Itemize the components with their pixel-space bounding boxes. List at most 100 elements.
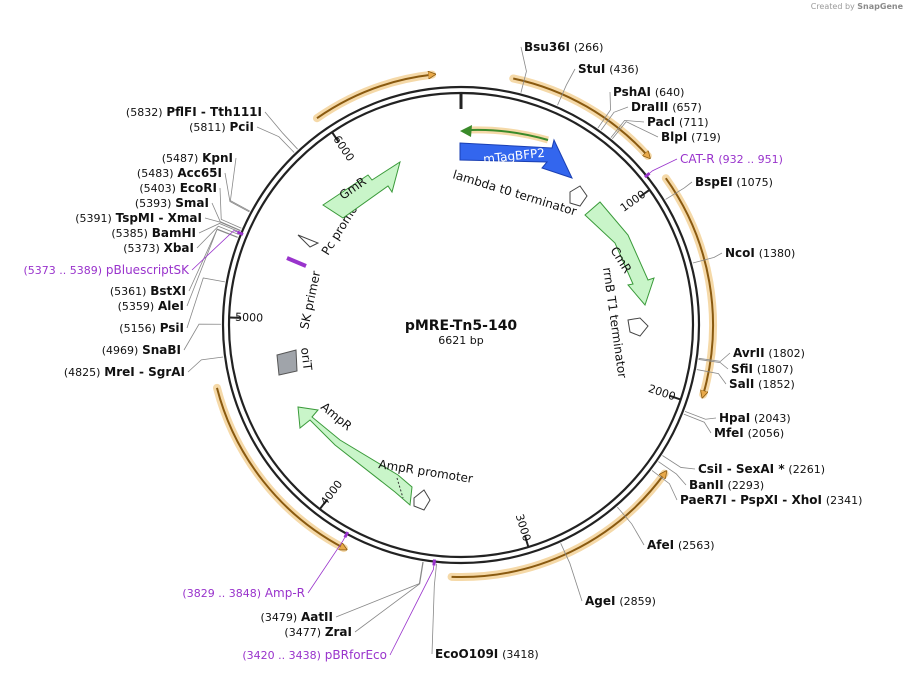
rrnb-terminator-symbol [627, 317, 649, 337]
position-text: (5832) [126, 106, 163, 119]
site-leader-7 [692, 252, 723, 264]
tick-label-3000: 3000 [513, 512, 534, 543]
sk-primer-label: SK primer [297, 270, 323, 331]
enzyme-name: AleI [158, 299, 184, 313]
enzyme-name: EcoRI [180, 181, 217, 195]
site-label-29: (5393) SmaI [135, 196, 209, 210]
site-label-8: AvrII (1802) [733, 346, 805, 360]
enzyme-name: DraIII [631, 100, 668, 114]
mtagbfp2-arrow [459, 138, 573, 179]
site-leader-33 [256, 126, 295, 153]
enzyme-name: PacI [647, 115, 675, 129]
position-text: (3477) [284, 626, 321, 639]
orf-arrow-2 [451, 474, 665, 578]
site-leader-29 [211, 202, 241, 231]
primer-label-2: (3420 .. 3438) pBRforEco [242, 648, 387, 662]
site-leader-3 [600, 106, 629, 131]
site-leader-lines [183, 46, 731, 656]
site-label-27: (5385) BamHI [111, 226, 196, 240]
enzyme-name: MfeI [714, 426, 744, 440]
position-text: (3829 .. 3848) [182, 587, 261, 600]
site-leader-27 [198, 223, 240, 234]
enzyme-name: AfeI [647, 538, 674, 552]
snapgene-brand: SnapGene [857, 2, 903, 11]
site-leader-10 [696, 369, 727, 385]
site-label-5: BlpI (719) [661, 130, 721, 144]
primer-site-mark-3 [236, 230, 244, 236]
plasmid-name: pMRE-Tn5-140 [405, 318, 518, 334]
tick-label-2000: 2000 [647, 382, 678, 403]
site-label-26: (5373) XbaI [123, 241, 194, 255]
site-label-3: DraIII (657) [631, 100, 702, 114]
enzyme-name: Acc65I [177, 166, 222, 180]
enzyme-name: Amp-R [265, 586, 305, 600]
position-text: (2341) [826, 494, 863, 507]
enzyme-name: StuI [578, 62, 605, 76]
site-label-18: EcoO109I (3418) [435, 647, 539, 661]
tick-mark-2000 [669, 394, 682, 401]
site-leader-1 [557, 68, 576, 106]
position-text: (5361) [110, 285, 147, 298]
primer-label-1: (3829 .. 3848) Amp-R [182, 586, 305, 600]
tick-mark-6000 [331, 131, 340, 143]
tick-mark-1000 [639, 189, 651, 198]
orf-arrow-3 [216, 387, 344, 548]
site-leader-30 [219, 187, 242, 229]
enzyme-name: PflFI - Tth111I [166, 105, 262, 119]
lambda-t0-terminator-symbol [569, 185, 588, 207]
position-text: (5359) [118, 300, 155, 313]
enzyme-name: EcoO109I [435, 647, 498, 661]
tick-mark-4000 [319, 498, 328, 510]
position-text: (2859) [619, 595, 656, 608]
position-text: (4825) [64, 366, 101, 379]
site-label-25: (5361) BstXI [110, 284, 186, 298]
position-text: (436) [609, 63, 639, 76]
site-leader-13 [662, 455, 696, 470]
site-label-21: (4825) MreI - SgrAI [64, 365, 185, 379]
site-leader-34 [264, 111, 298, 150]
site-leader-28 [204, 217, 241, 232]
position-text: (2261) [788, 463, 825, 476]
site-label-7: NcoI (1380) [725, 246, 795, 260]
site-label-34: (5832) PflFI - Tth111I [126, 105, 262, 119]
position-text: (1802) [768, 347, 805, 360]
site-leader-14 [658, 461, 687, 486]
enzyme-name: pBluescriptSK [106, 263, 190, 277]
orit-label: oriT [298, 347, 315, 372]
tick-label-4000: 4000 [318, 478, 345, 508]
enzyme-name: CAT-R [680, 152, 715, 166]
orf-arrow-0 [513, 77, 648, 155]
site-label-2: PshAI (640) [613, 85, 684, 99]
orf-arrow-1 [665, 177, 714, 394]
primer-leader-0 [647, 158, 678, 175]
enzyme-name: BamHI [152, 226, 196, 240]
site-label-6: BspEI (1075) [695, 175, 773, 189]
position-text: (1075) [736, 176, 773, 189]
enzyme-name: PciI [230, 120, 255, 134]
position-text: (719) [691, 131, 721, 144]
enzyme-name: CsiI - SexAI * [698, 462, 785, 476]
plasmid-length: 6621 bp [438, 334, 483, 347]
mtagbfp2-label: mTagBFP2 [482, 146, 545, 166]
enzyme-name: AvrII [733, 346, 765, 360]
position-text: (640) [655, 86, 685, 99]
site-leader-5 [612, 121, 659, 139]
enzyme-name: Bsu36I [524, 40, 570, 54]
position-text: (5373) [123, 242, 160, 255]
site-leader-31 [224, 172, 250, 213]
position-text: (3418) [502, 648, 539, 661]
snapgene-credit: Created by SnapGene [811, 2, 903, 11]
enzyme-name: MreI - SgrAI [104, 365, 185, 379]
position-text: (5483) [137, 167, 174, 180]
site-label-17: AgeI (2859) [585, 594, 656, 608]
site-label-20: (3479) AatII [261, 610, 333, 624]
position-text: (5391) [75, 212, 112, 225]
primer-label-3: (5373 .. 5389) pBluescriptSK [24, 263, 191, 277]
position-text: (5393) [135, 197, 172, 210]
enzyme-name: BspEI [695, 175, 733, 189]
site-leader-0 [520, 46, 527, 93]
position-text: (266) [574, 41, 604, 54]
primer-label-0: CAT-R (932 .. 951) [680, 152, 783, 166]
primer-site-mark-1 [343, 531, 350, 539]
site-leader-15 [651, 470, 678, 501]
